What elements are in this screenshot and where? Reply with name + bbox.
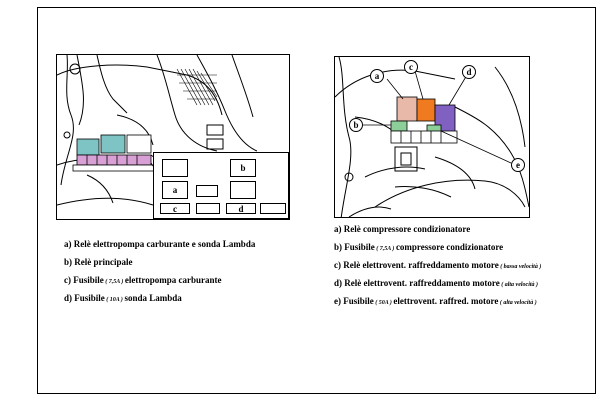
- legend-right-text-d: d) Relè elettrovent. raffreddamento moto…: [334, 278, 500, 288]
- legend-right-desc-e: elettrovent. raffred. motore: [393, 296, 499, 306]
- legend-left-text-a: a) Relè elettropompa carburante e sonda …: [64, 239, 256, 249]
- legend-right-text-a: a) Relè compressore condizionatore: [334, 224, 471, 234]
- legend-right-item-b: b) Fusibile ( 7,5A ) compressore condizi…: [334, 242, 541, 260]
- slot-a: a: [162, 181, 188, 199]
- legend-left-item-a: a) Relè elettropompa carburante e sonda …: [64, 239, 255, 257]
- legend-left-text-b: b) Relè principale: [64, 257, 133, 267]
- slot-d: d: [226, 203, 256, 214]
- callout-b: b: [349, 118, 363, 132]
- legend-left-desc-d: sonda Lambda: [124, 293, 182, 303]
- legend-right-text-b: b) Fusibile: [334, 242, 375, 252]
- legend-right-text-e: e) Fusibile: [334, 296, 374, 306]
- legend-left-item-c: c) Fusibile ( 7,5A ) elettropompa carbur…: [64, 275, 255, 293]
- engine-bay-figure-right: a c d b e: [334, 56, 530, 218]
- slot-empty-4: [196, 203, 220, 214]
- legend-right-rating-b: ( 7,5A ): [374, 246, 396, 252]
- page-frame: [37, 7, 596, 394]
- legend-left-text-d: d) Fusibile: [64, 293, 105, 303]
- callout-d: d: [462, 65, 476, 79]
- engine-bay-drawing-right: [335, 57, 529, 217]
- callout-e: e: [511, 158, 525, 172]
- legend-left: a) Relè elettropompa carburante e sonda …: [64, 239, 255, 311]
- legend-right-text-c: c) Relè elettrovent. raffreddamento moto…: [334, 260, 499, 270]
- engine-bay-figure-left: b a c d: [56, 54, 290, 220]
- fuse-box-layout-inset: b a c d: [153, 152, 289, 219]
- legend-right-rating2-e: ( alta velocità ): [498, 300, 537, 306]
- slot-b: b: [230, 159, 256, 177]
- legend-right-item-c: c) Relè elettrovent. raffreddamento moto…: [334, 260, 541, 278]
- legend-right-rating-c: ( bassa velocità ): [498, 264, 542, 270]
- callout-a: a: [370, 69, 384, 83]
- legend-left-rating-d: ( 10A ): [104, 297, 125, 303]
- legend-right-rating-d: ( alta velocità ): [499, 282, 539, 288]
- legend-right-rating-e: ( 50A ): [373, 300, 394, 306]
- slot-empty-1: [162, 159, 188, 177]
- legend-right-item-a: a) Relè compressore condizionatore: [334, 224, 541, 242]
- slot-empty-5: [260, 203, 286, 214]
- engine-bay-drawing-left: [57, 55, 258, 206]
- legend-right: a) Relè compressore condizionatore b) Fu…: [334, 224, 541, 314]
- slot-empty-2: [196, 185, 218, 197]
- legend-left-item-d: d) Fusibile ( 10A ) sonda Lambda: [64, 293, 255, 311]
- legend-left-text-c: c) Fusibile: [64, 275, 104, 285]
- slot-c: c: [160, 203, 190, 214]
- legend-right-item-e: e) Fusibile ( 50A ) elettrovent. raffred…: [334, 296, 541, 314]
- legend-right-item-d: d) Relè elettrovent. raffreddamento moto…: [334, 278, 541, 296]
- legend-right-desc-b: compressore condizionatore: [395, 242, 504, 252]
- legend-left-item-b: b) Relè principale: [64, 257, 255, 275]
- legend-left-desc-c: elettropompa carburante: [124, 275, 222, 285]
- legend-left-rating-c: ( 7,5A ): [103, 279, 125, 285]
- slot-empty-3: [230, 181, 256, 199]
- callout-c: c: [404, 60, 418, 74]
